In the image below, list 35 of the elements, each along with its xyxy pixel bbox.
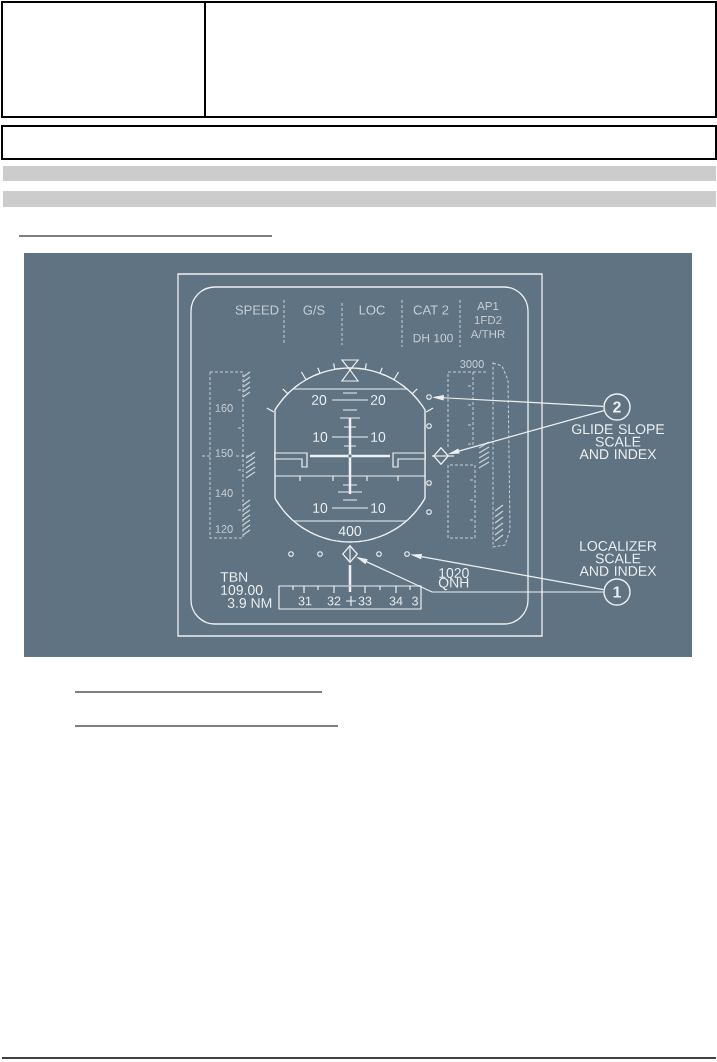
altitude-number: 3000: [460, 360, 484, 368]
pitch-number: 20: [311, 395, 327, 405]
heading-number: 32: [327, 596, 341, 606]
mode-annunciation: LOC: [359, 305, 385, 315]
section-band: [3, 166, 716, 181]
pitch-number: 10: [313, 432, 328, 442]
speed-number: 150: [215, 449, 233, 457]
baro-reference: 1020: [439, 568, 469, 578]
heading-number: 3: [412, 596, 418, 606]
pitch-number: 10: [371, 432, 386, 442]
callout-caption: LOCALIZER SCALE AND INDEX: [579, 541, 657, 576]
mode-annunciation: 1FD2: [474, 316, 502, 324]
section-band: [3, 191, 716, 207]
heading-number: 33: [358, 596, 372, 606]
ils-info: 3.9 NM: [227, 598, 272, 608]
heading-number: 31: [298, 596, 312, 606]
heading-number: 34: [389, 596, 403, 606]
speed-number: 120: [215, 525, 233, 533]
ils-info: TBN: [220, 572, 248, 582]
mode-annunciation: AP1: [477, 302, 499, 310]
callout-caption: GLIDE SLOPE SCALE AND INDEX: [572, 424, 665, 459]
pitch-number: 10: [371, 503, 386, 513]
mode-annunciation: DH 100: [413, 333, 453, 343]
mode-annunciation: G/S: [303, 305, 325, 315]
mode-annunciation: CAT 2: [413, 305, 449, 315]
mode-annunciation: SPEED: [235, 305, 279, 315]
callout-number: 1: [603, 578, 631, 606]
pitch-number: 20: [370, 395, 386, 405]
speed-number: 140: [215, 489, 233, 497]
baro-reference: QNH: [438, 577, 469, 591]
ils-info: 109.00: [221, 585, 263, 595]
pitch-number: 10: [313, 503, 328, 513]
speed-number: 160: [215, 404, 233, 412]
callout-number: 2: [603, 393, 631, 421]
mode-annunciation: A/THR: [470, 329, 505, 339]
